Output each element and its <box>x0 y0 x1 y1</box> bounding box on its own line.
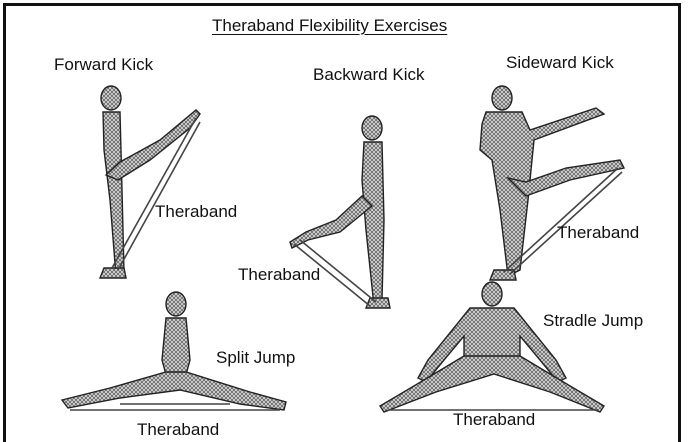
forward-kick-label: Forward Kick <box>54 55 153 75</box>
forward-kick-figure <box>100 86 200 278</box>
theraband-label-forward: Theraband <box>155 202 237 222</box>
backward-kick-label: Backward Kick <box>313 65 424 85</box>
sideward-kick-label: Sideward Kick <box>506 53 614 73</box>
theraband-label-split: Theraband <box>137 420 219 440</box>
split-jump-label: Split Jump <box>216 348 295 368</box>
theraband-label-sideward: Theraband <box>557 223 639 243</box>
theraband-label-stradle: Theraband <box>453 410 535 430</box>
theraband-label-backward: Theraband <box>238 265 320 285</box>
sideward-kick-figure <box>480 86 624 280</box>
stradle-jump-figure <box>380 282 604 412</box>
diagram-title: Theraband Flexibility Exercises <box>212 16 447 36</box>
stradle-jump-label: Stradle Jump <box>543 311 643 331</box>
